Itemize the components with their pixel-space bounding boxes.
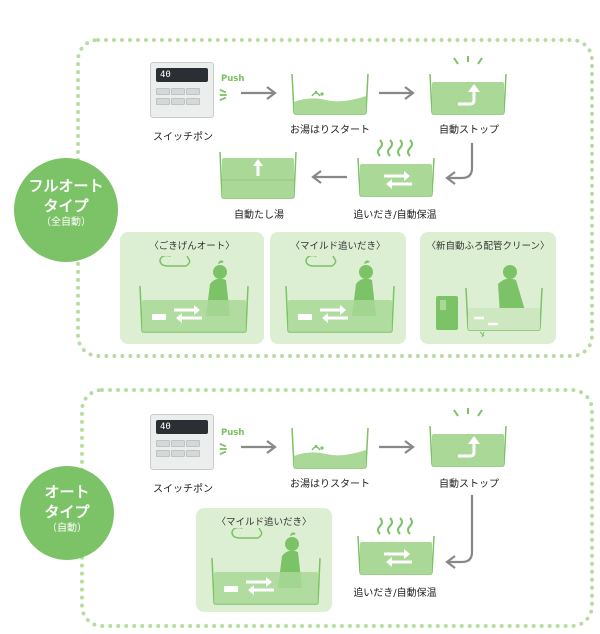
arrow-right-icon	[378, 86, 418, 100]
scene-mild-reheat: 〈マイルド追いだき〉	[196, 508, 332, 612]
pipe-clean-icon	[428, 258, 548, 338]
auto-title-line1: オート	[44, 483, 90, 501]
bath-remote-controller: 40	[150, 62, 214, 118]
bath-remote-controller: 40	[150, 414, 214, 470]
step-label-hot-water-restart: お湯はりスタート	[290, 479, 370, 490]
remote-button	[156, 450, 170, 457]
remote-button	[171, 98, 185, 105]
scene-gokigen-auto: 〈ごきげんオート〉	[120, 232, 264, 344]
step-label-reheat-keep-warm: 追いだき/自動保温	[353, 588, 437, 599]
remote-button	[171, 88, 185, 95]
arrow-right-icon	[240, 440, 280, 454]
arrow-left-icon	[308, 170, 348, 184]
step-label-switch-on: スイッチポン	[153, 132, 213, 143]
bathtub-refill-icon	[218, 150, 298, 200]
scene-caption: 〈新自動ふろ配管クリーン〉	[426, 241, 550, 252]
full-auto-title-line2: タイプ	[43, 197, 89, 215]
auto-title-line2: タイプ	[44, 503, 90, 521]
push-ray-icon	[218, 440, 232, 458]
bather-reheat-icon	[206, 528, 326, 608]
remote-display: 40	[156, 68, 208, 82]
arrow-right-icon	[378, 440, 418, 454]
step-label-hot-water-restart: お湯はりスタート	[290, 125, 370, 136]
bather-reheat-icon	[280, 256, 400, 336]
step-label-reheat-keep-warm: 追いだき/自動保温	[353, 210, 437, 221]
full-auto-badge: フルオート タイプ （全自動）	[14, 158, 118, 262]
push-label: Push	[221, 428, 245, 438]
full-auto-subtitle: （全自動）	[41, 217, 91, 228]
scene-caption: 〈マイルド追いだき〉	[290, 241, 386, 252]
remote-button	[186, 88, 200, 95]
push-label: Push	[221, 74, 245, 84]
bathtub-reheat-icon	[356, 138, 436, 198]
remote-button	[156, 440, 170, 447]
arrow-right-icon	[240, 86, 280, 100]
remote-button	[171, 450, 185, 457]
remote-button	[186, 440, 200, 447]
bathtub-filling-icon	[290, 72, 370, 116]
scene-pipe-clean: 〈新自動ふろ配管クリーン〉	[420, 232, 556, 344]
remote-button	[156, 98, 170, 105]
scene-caption: 〈ごきげんオート〉	[149, 241, 235, 252]
remote-button	[156, 88, 170, 95]
scene-caption: 〈マイルド追いだき〉	[216, 517, 312, 528]
arrow-turn-icon	[442, 142, 478, 188]
arrow-turn-icon	[442, 494, 478, 574]
scene-mild-reheat: 〈マイルド追いだき〉	[270, 232, 406, 344]
step-label-switch-on: スイッチポン	[153, 484, 213, 495]
step-label-auto-refill: 自動たし湯	[234, 210, 284, 221]
bather-reheat-icon	[134, 256, 254, 336]
bathtub-filling-icon	[290, 426, 370, 470]
push-ray-icon	[218, 86, 232, 104]
remote-button	[171, 440, 185, 447]
bathtub-auto-stop-icon	[428, 56, 508, 116]
step-label-auto-stop: 自動ストップ	[439, 479, 499, 490]
remote-display: 40	[156, 420, 208, 434]
step-label-auto-stop: 自動ストップ	[439, 125, 499, 136]
remote-button	[186, 98, 200, 105]
bathtub-auto-stop-icon	[428, 408, 508, 468]
auto-subtitle: （自動）	[47, 523, 87, 534]
full-auto-title-line1: フルオート	[28, 177, 104, 195]
bathtub-reheat-icon	[356, 516, 436, 576]
auto-badge: オート タイプ （自動）	[20, 466, 114, 560]
remote-button	[186, 450, 200, 457]
